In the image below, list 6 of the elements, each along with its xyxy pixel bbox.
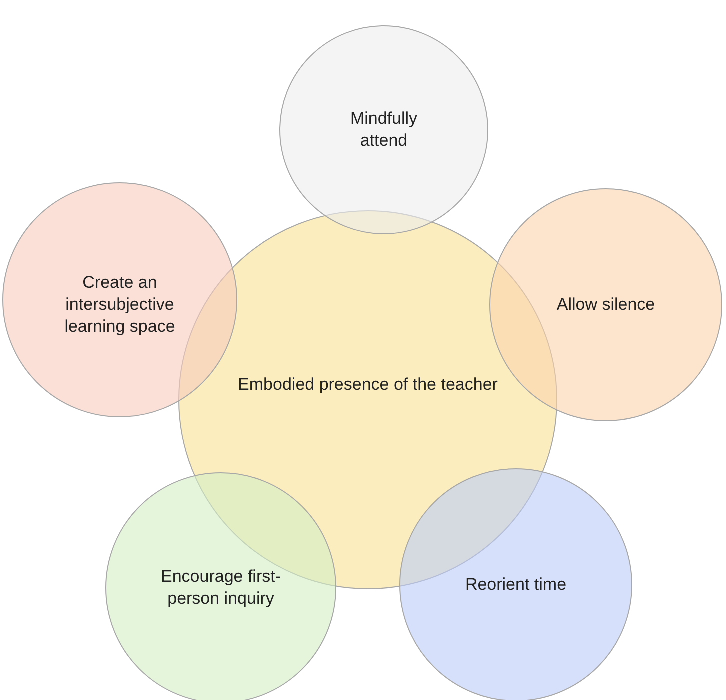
circle-label: Create an intersubjective learning space xyxy=(64,272,176,338)
circle-label: Allow silence xyxy=(556,294,656,316)
circle-label: Mindfully attend xyxy=(349,108,419,152)
circle-label: Encourage first-person inquiry xyxy=(160,566,282,610)
circle-label: Reorient time xyxy=(464,574,568,596)
circle-label: Embodied presence of the teacher xyxy=(237,374,499,396)
